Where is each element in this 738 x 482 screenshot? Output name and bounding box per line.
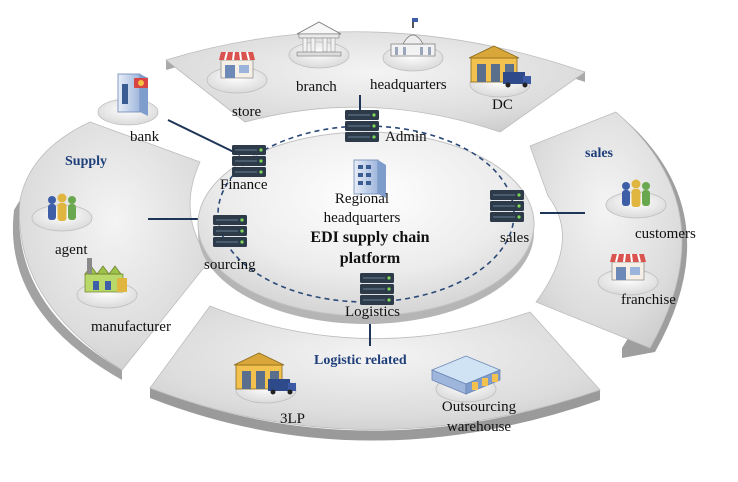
- node-label-logistics: Logistics: [345, 304, 400, 320]
- partner-label-branch: branch: [296, 79, 337, 95]
- headquarters-icon: [390, 18, 436, 57]
- sales-server-icon: [490, 190, 524, 222]
- outsourcing-warehouse-icon: [430, 355, 502, 395]
- logistics-server-icon: [360, 273, 394, 305]
- partner-label-bank: bank: [130, 129, 160, 145]
- partner-label-agent: agent: [55, 242, 88, 258]
- store-icon: [218, 51, 256, 79]
- partner-label-customers: customers: [635, 226, 696, 242]
- ring-segment-supply: [19, 121, 211, 371]
- segment-title-sales: sales: [585, 146, 613, 161]
- partner-label-dc: DC: [492, 97, 513, 113]
- partner-label-3lp: 3LP: [280, 411, 306, 427]
- platform-disc: [197, 125, 535, 324]
- partner-label-outsourcing-line2: warehouse: [446, 419, 512, 435]
- node-label-sourcing: sourcing: [204, 257, 256, 273]
- branch-icon: [296, 21, 342, 57]
- bank-icon: [117, 73, 148, 116]
- regional-hq-building-icon: [353, 159, 386, 198]
- segment-title-supply: Supply: [65, 154, 108, 169]
- node-label-admin: Admin: [385, 129, 427, 145]
- segment-title-logistic: Logistic related: [314, 353, 407, 368]
- regional-hq-label-line1: Regional: [334, 191, 390, 207]
- partner-label-headquarters: headquarters: [370, 77, 447, 93]
- sourcing-server-icon: [213, 215, 247, 247]
- admin-server-icon: [345, 110, 379, 142]
- platform-title-line2: platform: [339, 250, 401, 267]
- finance-server-icon: [232, 145, 266, 177]
- customers-people-icon: [622, 179, 650, 207]
- regional-hq-label-line2: headquarters: [323, 210, 401, 226]
- ring-segments: [19, 31, 683, 430]
- manufacturer-factory-icon: [84, 258, 127, 293]
- node-label-sales: sales: [500, 230, 530, 246]
- franchise-shop-icon: [609, 253, 647, 281]
- agent-people-icon: [48, 193, 76, 221]
- platform-title-line1: EDI supply chain: [310, 229, 430, 246]
- partner-label-store: store: [232, 104, 262, 120]
- partner-label-manufacturer: manufacturer: [91, 319, 171, 335]
- node-label-finance: Finance: [220, 177, 268, 193]
- partner-label-outsourcing-line1: Outsourcing: [441, 399, 517, 415]
- partner-label-franchise: franchise: [621, 292, 676, 308]
